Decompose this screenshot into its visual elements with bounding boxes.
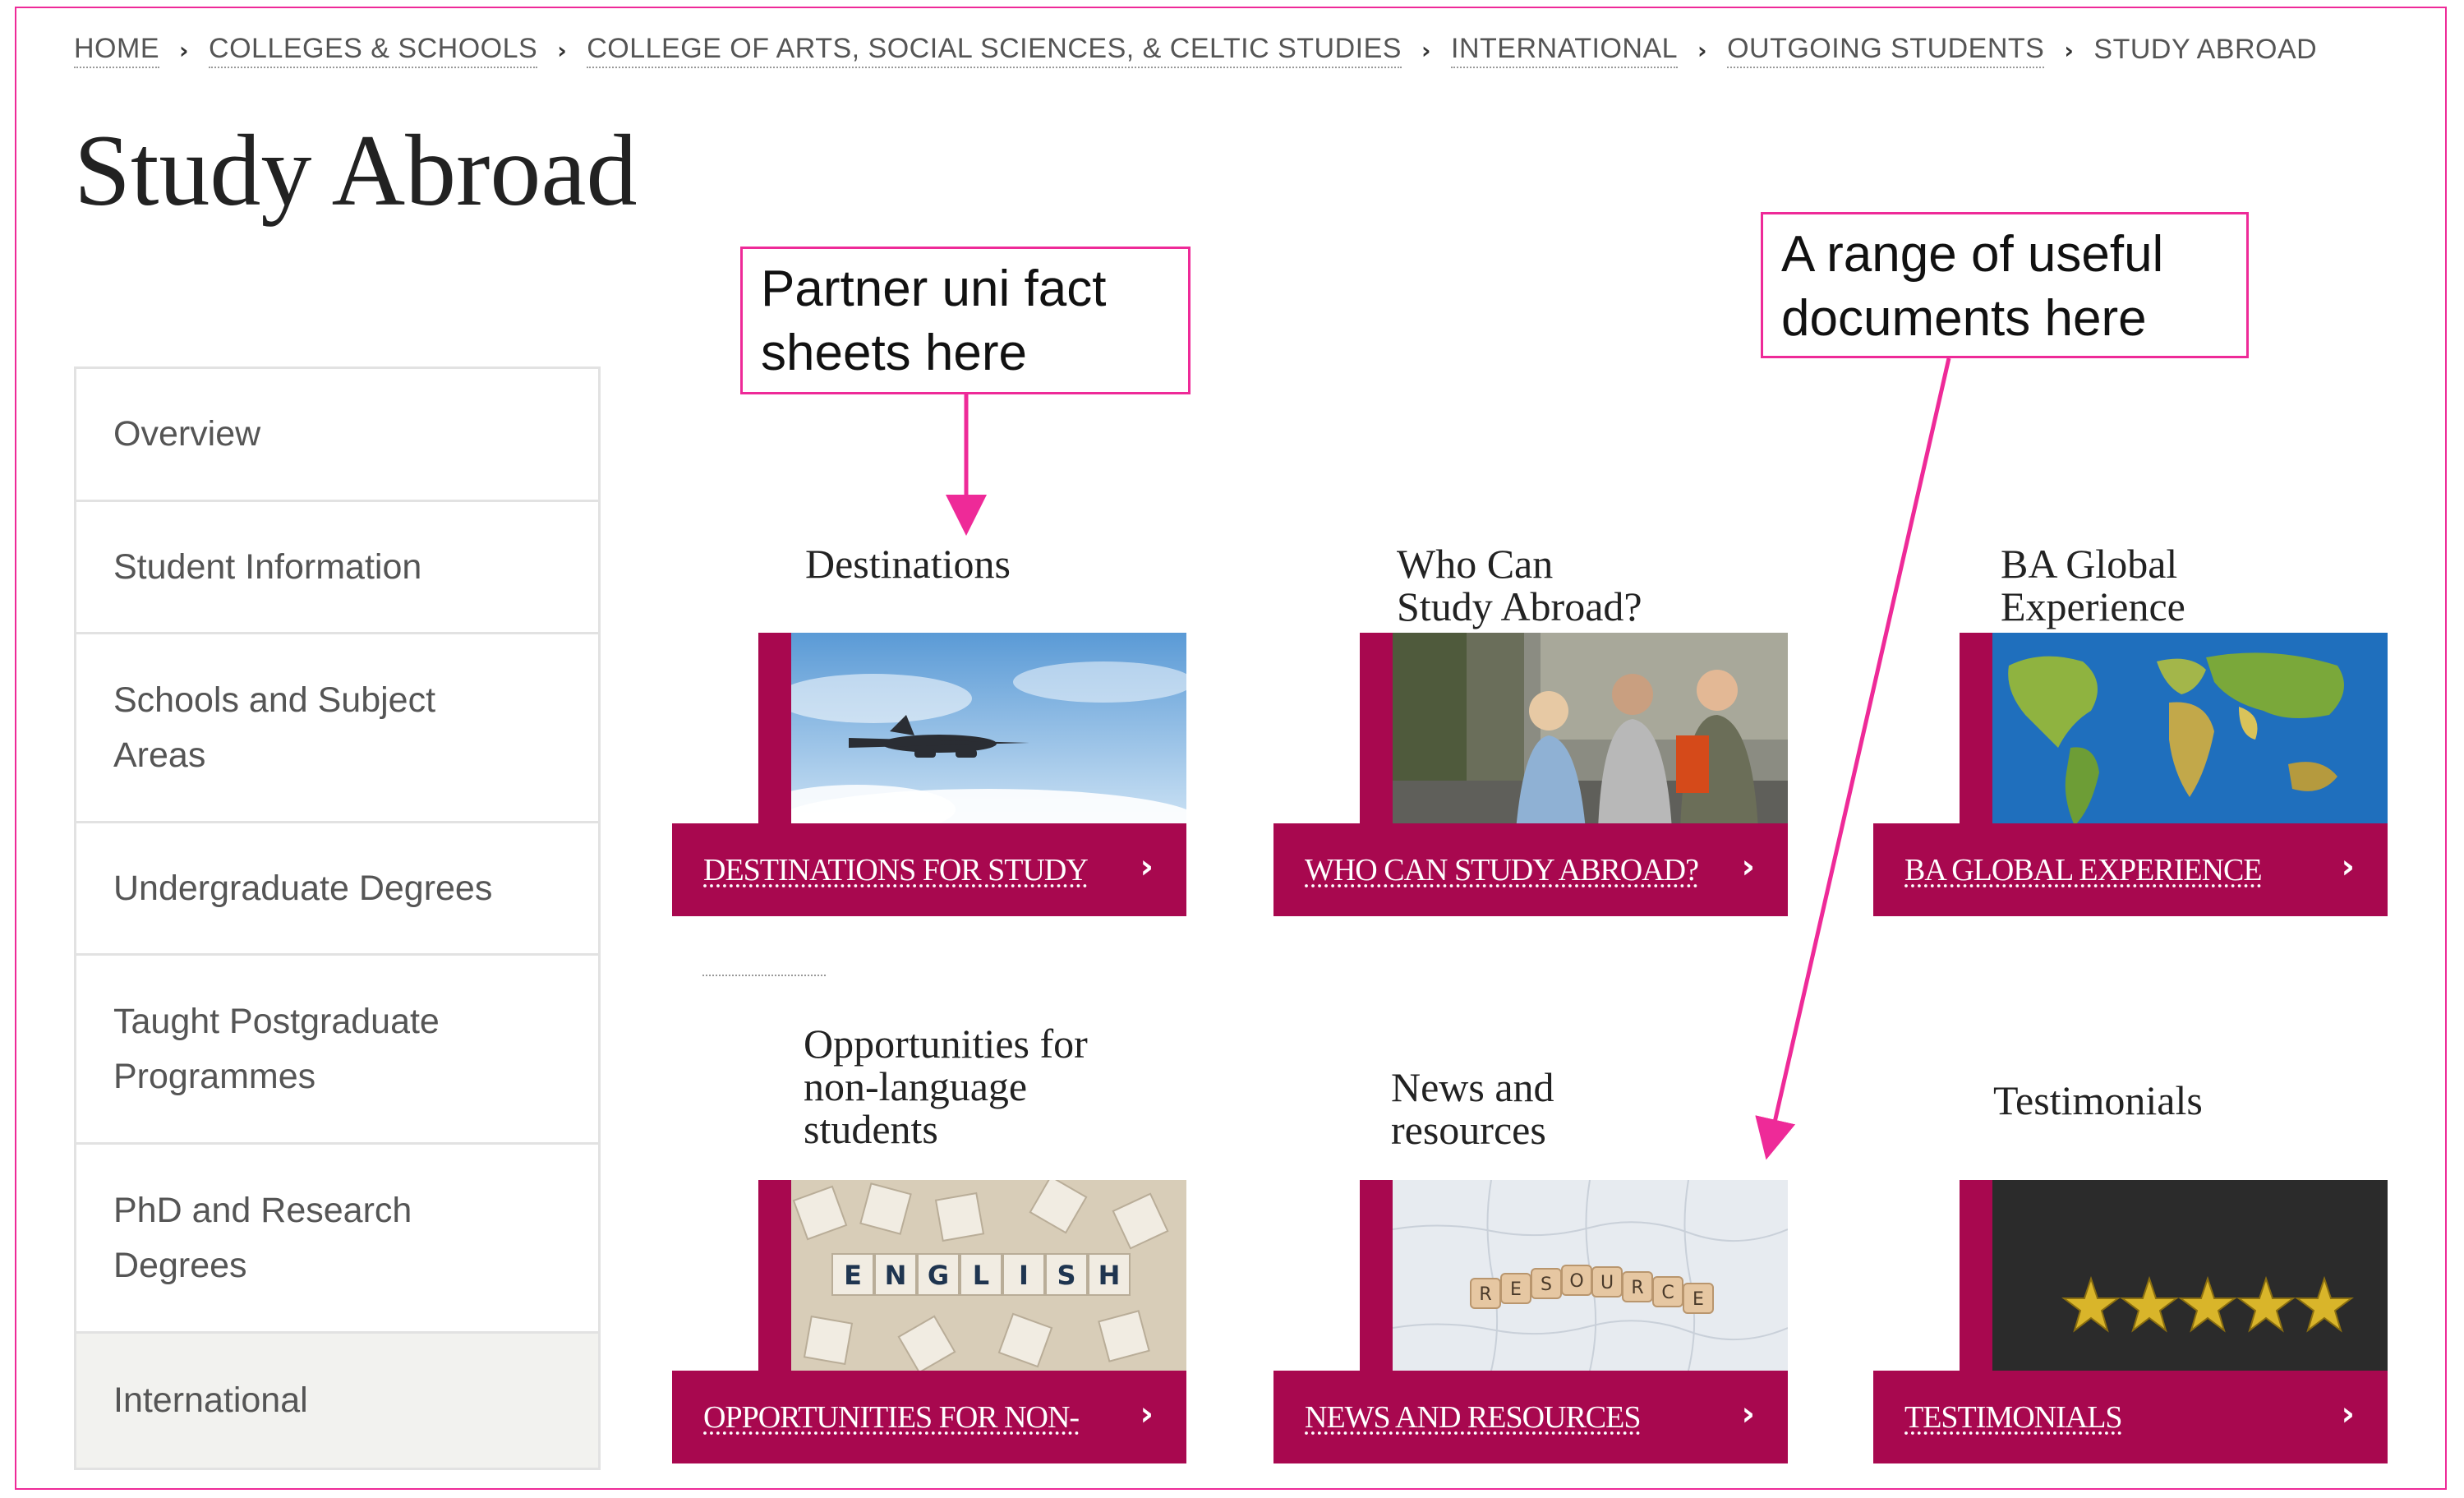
card-link-testimonials[interactable]: TESTIMONIALS	[1904, 1399, 2123, 1435]
callout-partner-fact-sheets: Partner uni fact sheets here	[740, 247, 1191, 394]
card-accent	[758, 1180, 791, 1377]
card-link-bar[interactable]: NEWS AND RESOURCES ›	[1273, 1371, 1788, 1463]
breadcrumb: HOME › COLLEGES & SCHOOLS › COLLEGE OF A…	[74, 30, 2317, 71]
arrow-to-news-resources	[1755, 357, 1951, 1160]
chevron-right-icon: ›	[2064, 36, 2075, 64]
svg-text:E: E	[1510, 1279, 1522, 1300]
card-title-testimonials: Testimonials	[1993, 1077, 2203, 1123]
svg-text:R: R	[1631, 1278, 1643, 1298]
chevron-right-icon: ›	[1140, 1395, 1154, 1433]
chevron-right-icon: ›	[1697, 36, 1708, 64]
breadcrumb-outgoing-students[interactable]: OUTGOING STUDENTS	[1727, 33, 2045, 68]
breadcrumb-colleges-schools[interactable]: COLLEGES & SCHOOLS	[209, 33, 538, 68]
sidebar-item-undergraduate[interactable]: Undergraduate Degrees	[76, 823, 598, 956]
card-link-opportunities[interactable]: OPPORTUNITIES FOR NON-	[703, 1399, 1080, 1435]
card-ba-global-experience[interactable]: BA GLOBAL EXPERIENCE ›	[1873, 633, 2388, 916]
chevron-right-icon: ›	[1421, 36, 1432, 64]
card-link-who-can[interactable]: WHO CAN STUDY ABROAD?	[1305, 852, 1699, 887]
chevron-right-icon: ›	[179, 36, 190, 64]
svg-text:L: L	[973, 1260, 989, 1291]
divider	[702, 975, 826, 976]
sidebar-item-schools-subjects[interactable]: Schools and Subject Areas	[76, 634, 598, 823]
card-accent	[1960, 633, 1992, 830]
sidebar-item-taught-postgraduate[interactable]: Taught Postgraduate Programmes	[76, 956, 598, 1145]
sidebar-item-overview[interactable]: Overview	[76, 369, 598, 502]
svg-text:N: N	[885, 1260, 907, 1291]
students-photo	[1393, 633, 1788, 830]
five-stars-photo	[1992, 1180, 2388, 1377]
card-link-bar[interactable]: DESTINATIONS FOR STUDY ›	[672, 823, 1186, 916]
svg-text:G: G	[928, 1260, 949, 1291]
world-map	[1992, 633, 2388, 830]
card-link-destinations[interactable]: DESTINATIONS FOR STUDY	[703, 852, 1089, 887]
chevron-right-icon: ›	[2341, 1395, 2355, 1433]
svg-text:U: U	[1600, 1273, 1614, 1293]
sidebar-item-student-information[interactable]: Student Information	[76, 502, 598, 634]
sidebar-item-phd-research[interactable]: PhD and Research Degrees	[76, 1145, 598, 1334]
chevron-right-icon: ›	[1741, 1395, 1755, 1433]
breadcrumb-college-arts[interactable]: COLLEGE OF ARTS, SOCIAL SCIENCES, & CELT…	[587, 33, 1402, 68]
card-accent	[1360, 633, 1393, 830]
card-destinations[interactable]: DESTINATIONS FOR STUDY ›	[672, 633, 1186, 916]
sidebar-item-label: Student Information	[113, 546, 422, 587]
card-title-ba-global: BA Global Experience	[2001, 541, 2185, 629]
card-title-destinations: Destinations	[805, 541, 1011, 587]
chevron-right-icon: ›	[1741, 848, 1755, 886]
svg-text:R: R	[1479, 1284, 1491, 1305]
svg-text:S: S	[1057, 1260, 1075, 1291]
annotation-frame	[15, 7, 2447, 1490]
card-link-news-resources[interactable]: NEWS AND RESOURCES	[1305, 1399, 1642, 1435]
card-link-bar[interactable]: TESTIMONIALS ›	[1873, 1371, 2388, 1463]
sidebar-nav: Overview Student Information Schools and…	[74, 366, 601, 1470]
sidebar-item-label: Overview	[113, 414, 261, 454]
sidebar-item-international[interactable]: International	[76, 1334, 598, 1470]
svg-text:O: O	[1569, 1271, 1583, 1292]
card-link-bar[interactable]: WHO CAN STUDY ABROAD? ›	[1273, 823, 1788, 916]
page-title: Study Abroad	[74, 114, 638, 227]
sidebar-item-label: International	[113, 1380, 308, 1420]
breadcrumb-international[interactable]: INTERNATIONAL	[1451, 33, 1679, 68]
callout-text: Partner uni fact sheets here	[761, 260, 1107, 381]
svg-text:E: E	[1693, 1289, 1704, 1310]
svg-text:H: H	[1098, 1260, 1121, 1291]
breadcrumb-home[interactable]: HOME	[74, 33, 159, 68]
card-link-ba-global[interactable]: BA GLOBAL EXPERIENCE	[1904, 852, 2263, 887]
sidebar-item-label: Undergraduate Degrees	[113, 868, 493, 908]
chevron-right-icon: ›	[1140, 848, 1154, 886]
svg-text:I: I	[1019, 1260, 1029, 1291]
callout-useful-documents: A range of useful documents here	[1761, 212, 2249, 358]
svg-text:E: E	[844, 1260, 862, 1291]
airplane-photo	[791, 633, 1186, 830]
breadcrumb-current: STUDY ABROAD	[2093, 33, 2318, 65]
card-title-news: News and resources	[1391, 1064, 1554, 1153]
sidebar-item-label: PhD and Research Degrees	[113, 1190, 412, 1285]
card-accent	[1960, 1180, 1992, 1377]
sidebar-item-label: Taught Postgraduate Programmes	[113, 1001, 440, 1096]
card-accent	[1360, 1180, 1393, 1377]
svg-text:C: C	[1661, 1283, 1674, 1303]
card-title-who-can: Who Can Study Abroad?	[1397, 541, 1642, 629]
card-link-bar[interactable]: BA GLOBAL EXPERIENCE ›	[1873, 823, 2388, 916]
card-link-bar[interactable]: OPPORTUNITIES FOR NON- ›	[672, 1371, 1186, 1463]
card-title-opportunities: Opportunities for non-language students	[804, 1021, 1088, 1152]
svg-text:S: S	[1541, 1274, 1552, 1295]
card-testimonials[interactable]: TESTIMONIALS ›	[1873, 1180, 2388, 1463]
card-who-can-study-abroad[interactable]: WHO CAN STUDY ABROAD? ›	[1273, 633, 1788, 916]
chevron-right-icon: ›	[557, 36, 568, 64]
callout-text: A range of useful documents here	[1781, 226, 2164, 347]
card-accent	[758, 633, 791, 830]
chevron-right-icon: ›	[2341, 848, 2355, 886]
sidebar-item-label: Schools and Subject Areas	[113, 680, 436, 775]
